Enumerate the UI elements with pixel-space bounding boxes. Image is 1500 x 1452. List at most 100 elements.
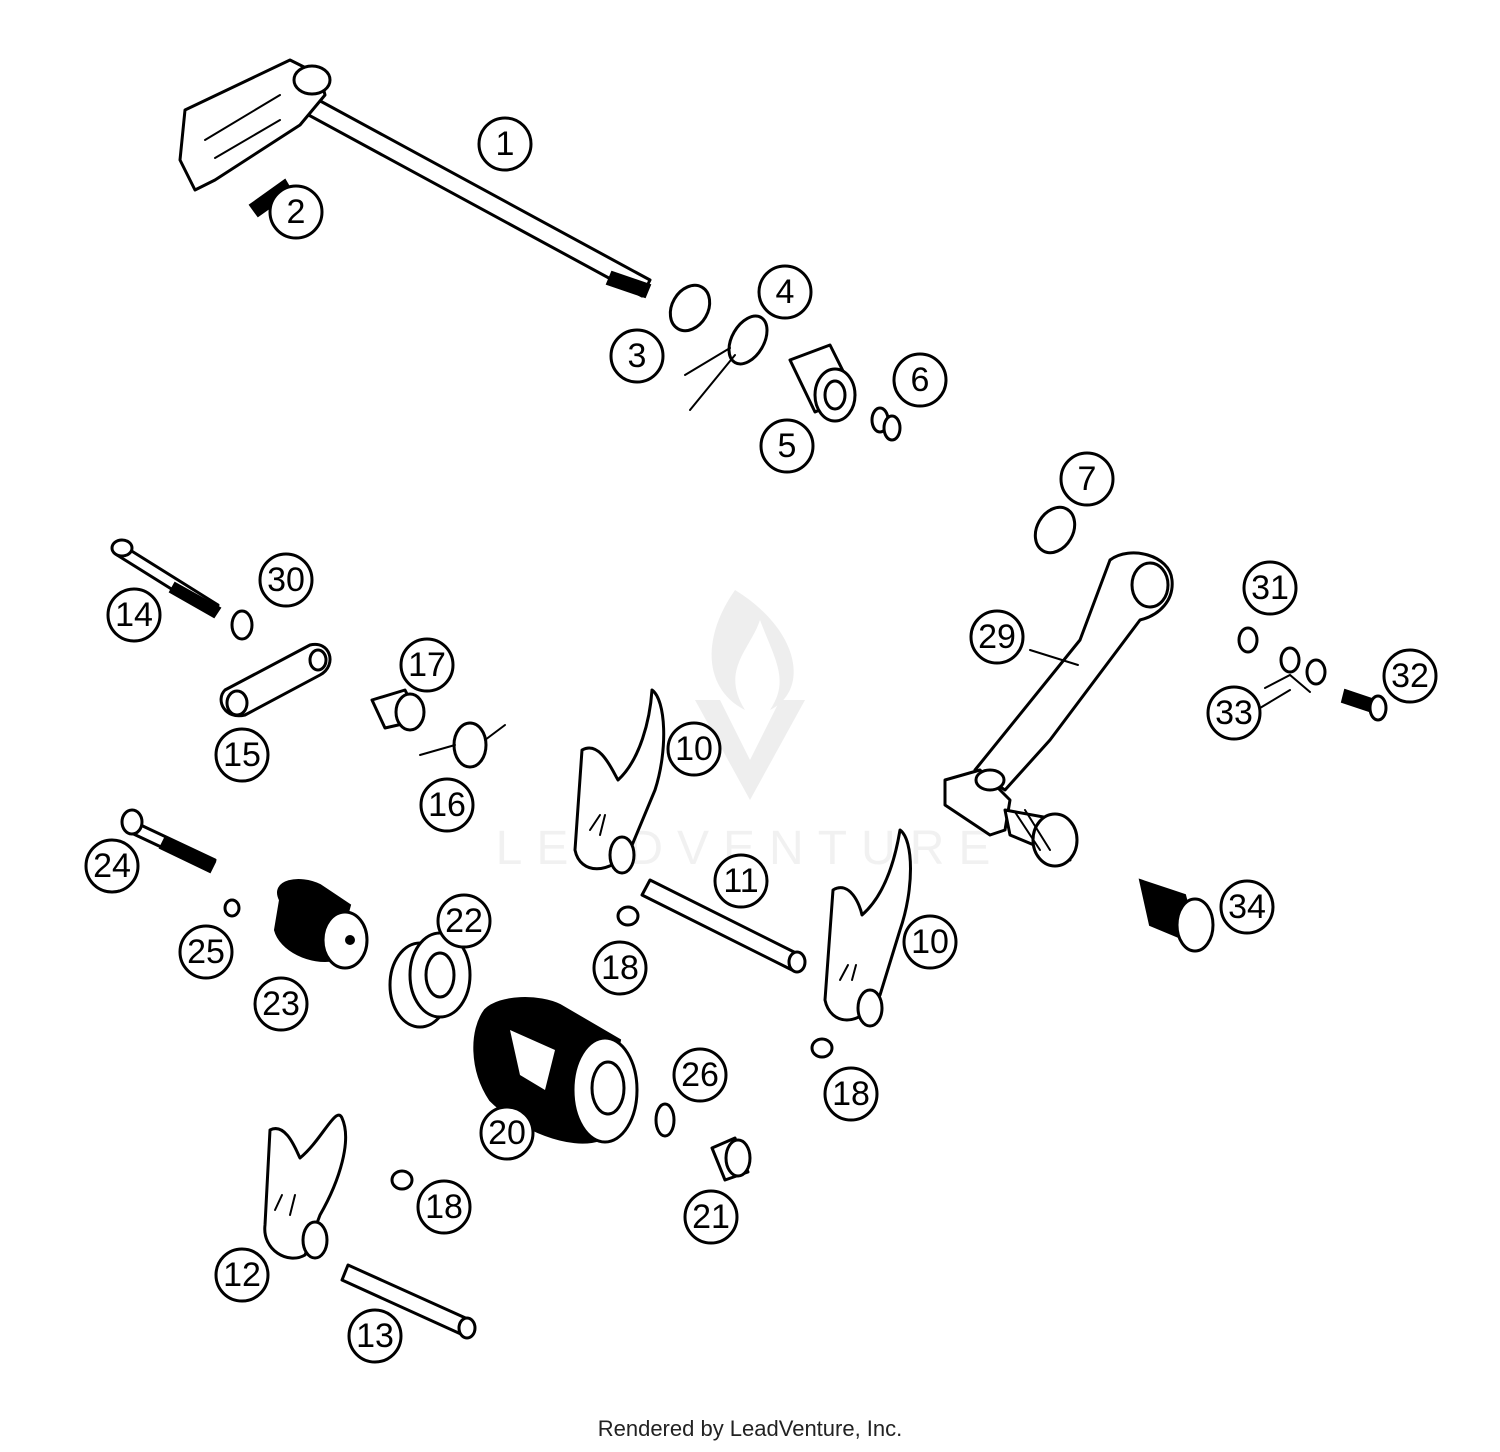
svg-text:23: 23 — [262, 985, 300, 1023]
callout-18-a: 18 — [592, 940, 648, 996]
callout-2: 2 — [268, 184, 324, 240]
callout-29: 29 — [969, 609, 1025, 665]
svg-text:29: 29 — [978, 618, 1016, 656]
callout-30: 30 — [258, 552, 314, 608]
part-26-washer — [654, 1102, 676, 1138]
svg-text:30: 30 — [267, 561, 305, 599]
svg-text:11: 11 — [723, 862, 758, 900]
svg-text:16: 16 — [428, 786, 466, 824]
part-25-washer — [223, 898, 241, 918]
svg-text:13: 13 — [356, 1317, 394, 1355]
callout-11: 11 — [713, 853, 769, 909]
svg-text:5: 5 — [778, 427, 797, 465]
callout-17: 17 — [399, 637, 455, 693]
part-22-bearing — [388, 931, 472, 1029]
callout-18-c: 18 — [416, 1179, 472, 1235]
callout-7: 7 — [1059, 451, 1115, 507]
footer-credit: Rendered by LeadVenture, Inc. — [597, 1416, 903, 1441]
svg-text:1: 1 — [496, 125, 515, 163]
part-16-spring — [419, 721, 506, 769]
svg-text:20: 20 — [488, 1114, 526, 1152]
part-18-roller-b — [810, 1037, 834, 1059]
svg-text:32: 32 — [1391, 657, 1429, 695]
part-13-fork-shaft — [340, 1263, 477, 1340]
callout-14: 14 — [106, 587, 162, 643]
part-7-seal — [1033, 505, 1077, 555]
svg-text:10: 10 — [675, 730, 713, 768]
callout-33: 33 — [1206, 685, 1262, 741]
part-34-rubber — [1138, 878, 1215, 953]
svg-text:6: 6 — [911, 361, 930, 399]
svg-text:24: 24 — [93, 847, 131, 885]
part-29-shift-lever — [943, 551, 1174, 868]
callout-6: 6 — [892, 352, 948, 408]
part-30-washer — [230, 609, 254, 641]
svg-text:25: 25 — [187, 933, 225, 971]
callout-10-upper: 10 — [666, 721, 722, 777]
leadventure-watermark: LEADVENTURE — [496, 590, 990, 875]
callout-31: 31 — [1242, 560, 1298, 616]
part-4-spring — [684, 314, 769, 411]
part-10-shift-fork-upper — [573, 688, 666, 875]
svg-text:33: 33 — [1215, 694, 1253, 732]
part-33-nuts — [1264, 646, 1327, 693]
part-18-roller-c — [390, 1169, 414, 1191]
part-18-roller-a — [616, 905, 640, 927]
callout-5: 5 — [759, 418, 815, 474]
callout-34: 34 — [1219, 879, 1275, 935]
callout-16: 16 — [419, 777, 475, 833]
callout-15: 15 — [214, 727, 270, 783]
part-6-washer — [870, 406, 902, 442]
callout-26: 26 — [672, 1047, 728, 1103]
svg-text:34: 34 — [1228, 888, 1266, 926]
svg-text:12: 12 — [223, 1256, 261, 1294]
svg-text:15: 15 — [223, 736, 261, 774]
svg-text:31: 31 — [1251, 569, 1289, 607]
svg-text:14: 14 — [115, 596, 153, 634]
callout-22: 22 — [436, 893, 492, 949]
part-21-bearing — [710, 1136, 752, 1182]
part-15-link — [219, 642, 332, 718]
svg-text:3: 3 — [628, 337, 647, 375]
part-3-washer — [668, 283, 712, 333]
svg-text:2: 2 — [287, 193, 306, 231]
svg-text:26: 26 — [681, 1056, 719, 1094]
svg-text:22: 22 — [445, 902, 483, 940]
callout-18-b: 18 — [823, 1066, 879, 1122]
svg-text:17: 17 — [408, 646, 446, 684]
part-14-bolt — [110, 538, 222, 619]
part-23-shift-cam — [273, 879, 369, 970]
callout-3: 3 — [609, 328, 665, 384]
callout-21: 21 — [683, 1189, 739, 1245]
svg-text:4: 4 — [776, 273, 795, 311]
svg-text:18: 18 — [425, 1188, 463, 1226]
callout-1: 1 — [477, 116, 533, 172]
callout-10-lower: 10 — [902, 914, 958, 970]
part-11-fork-shaft — [640, 878, 807, 974]
callout-13: 13 — [347, 1308, 403, 1364]
part-17-bushing — [370, 688, 426, 732]
part-20-shift-drum — [473, 997, 639, 1144]
callout-25: 25 — [178, 924, 234, 980]
part-5-bushing — [788, 343, 857, 423]
part-12-shift-fork — [263, 1113, 348, 1260]
svg-text:10: 10 — [911, 923, 949, 961]
callout-4: 4 — [757, 264, 813, 320]
svg-text:18: 18 — [832, 1075, 870, 1113]
callout-12: 12 — [214, 1247, 270, 1303]
part-10-shift-fork-lower — [823, 828, 912, 1028]
callout-32: 32 — [1382, 648, 1438, 704]
svg-text:18: 18 — [601, 949, 639, 987]
part-24-bolt — [120, 808, 217, 874]
flame-logo-icon — [711, 590, 794, 710]
callout-23: 23 — [253, 976, 309, 1032]
part-32-bolt — [1340, 688, 1388, 722]
part-1-shift-shaft — [178, 58, 652, 299]
part-31-washer — [1237, 626, 1259, 654]
callout-24: 24 — [84, 838, 140, 894]
callout-20: 20 — [479, 1105, 535, 1161]
svg-text:7: 7 — [1078, 460, 1097, 498]
v-logo-icon — [695, 700, 805, 800]
svg-text:21: 21 — [692, 1198, 730, 1236]
